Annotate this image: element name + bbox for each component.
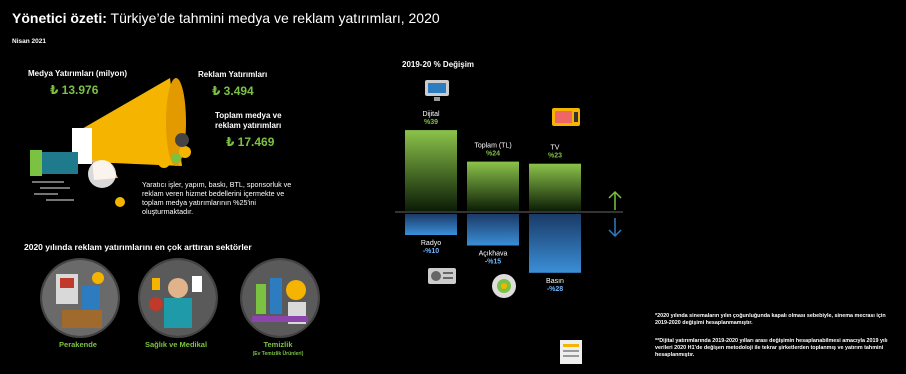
sector-image-saglik [138, 258, 218, 338]
bar-value-label-1: %24 [486, 151, 500, 158]
store-icon [42, 260, 118, 336]
title-rest: Türkiye’de tahmini medya ve reklam yatır… [106, 10, 440, 26]
sector-image-perakende [40, 258, 120, 338]
coins-icon [158, 133, 191, 168]
monitor-icon [425, 80, 449, 101]
media-investment-value: ₺ 13.976 [50, 83, 99, 97]
note-digital: **Dijital yatırımlarında 2019-2020 yılla… [655, 338, 888, 358]
total-investment-label-2: reklam yatırımları [215, 121, 282, 130]
cleaning-icon [242, 260, 318, 336]
bar-value-label-3: -%10 [423, 248, 439, 255]
total-investment-value: ₺ 17.469 [226, 135, 275, 149]
date-label: Nisan 2021 [12, 38, 46, 45]
sector-name-perakende: Perakende [59, 340, 97, 349]
title-bold: Yönetici özeti: [12, 10, 107, 26]
up-arrow-icon [608, 190, 622, 210]
bar-category-label-2: TV [551, 145, 560, 152]
total-investment-label-1: Toplam medya ve [215, 111, 282, 120]
page-title: Yönetici özeti: Türkiye’de tahmini medya… [12, 10, 440, 26]
bar-5 [529, 214, 581, 273]
ad-description: Yaratıcı işler, yapım, baskı, BTL, spons… [142, 180, 292, 216]
radio-icon [428, 268, 456, 284]
chart-title: 2019-20 % Değişim [402, 60, 475, 69]
sector-sub-temizlik: (Ev Temizlik Ürünleri) [252, 351, 304, 357]
bar-category-label-3: Radyo [421, 240, 441, 247]
bar-category-label-0: Dijital [422, 111, 440, 118]
bar-value-label-5: -%28 [547, 286, 563, 293]
megaphone-illustration [30, 78, 191, 207]
sleeve-icon [38, 152, 78, 174]
billboard-icon [492, 274, 516, 298]
bar-4 [467, 214, 519, 246]
media-investment-label: Medya Yatırımları (milyon) [28, 69, 127, 78]
note-cinema: *2020 yılında sinemaların yılın çoğunluğ… [655, 313, 886, 326]
sector-image-temizlik [240, 258, 320, 338]
speed-lines-icon [32, 181, 74, 201]
small-coin-icon [115, 197, 125, 207]
down-arrow-icon [608, 218, 622, 238]
tv-icon [552, 108, 580, 126]
megaphone-cone [80, 78, 182, 166]
newspaper-icon [560, 340, 582, 364]
cuff-icon [30, 150, 42, 176]
bar-1 [467, 161, 519, 212]
bar-value-label-0: %39 [424, 119, 438, 126]
sector-name-temizlik: Temizlik [263, 340, 293, 349]
bar-category-label-4: Açıkhava [479, 251, 508, 258]
bar-category-label-1: Toplam (TL) [474, 143, 511, 150]
bar-3 [405, 214, 457, 235]
bar-2 [529, 163, 581, 212]
bar-value-label-2: %23 [548, 153, 562, 160]
vinyl-disc-icon [88, 160, 116, 188]
sectors-title: 2020 yılında reklam yatırımlarını en çok… [24, 242, 252, 252]
bar-0 [405, 130, 457, 212]
bar-value-label-4: -%15 [485, 259, 501, 266]
ad-investment-value: ₺ 3.494 [212, 84, 254, 98]
sector-name-saglik: Sağlık ve Medikal [144, 340, 208, 349]
medical-icon [140, 260, 216, 336]
ad-investment-label: Reklam Yatırımları [198, 70, 268, 79]
bar-category-label-5: Basın [546, 278, 564, 285]
